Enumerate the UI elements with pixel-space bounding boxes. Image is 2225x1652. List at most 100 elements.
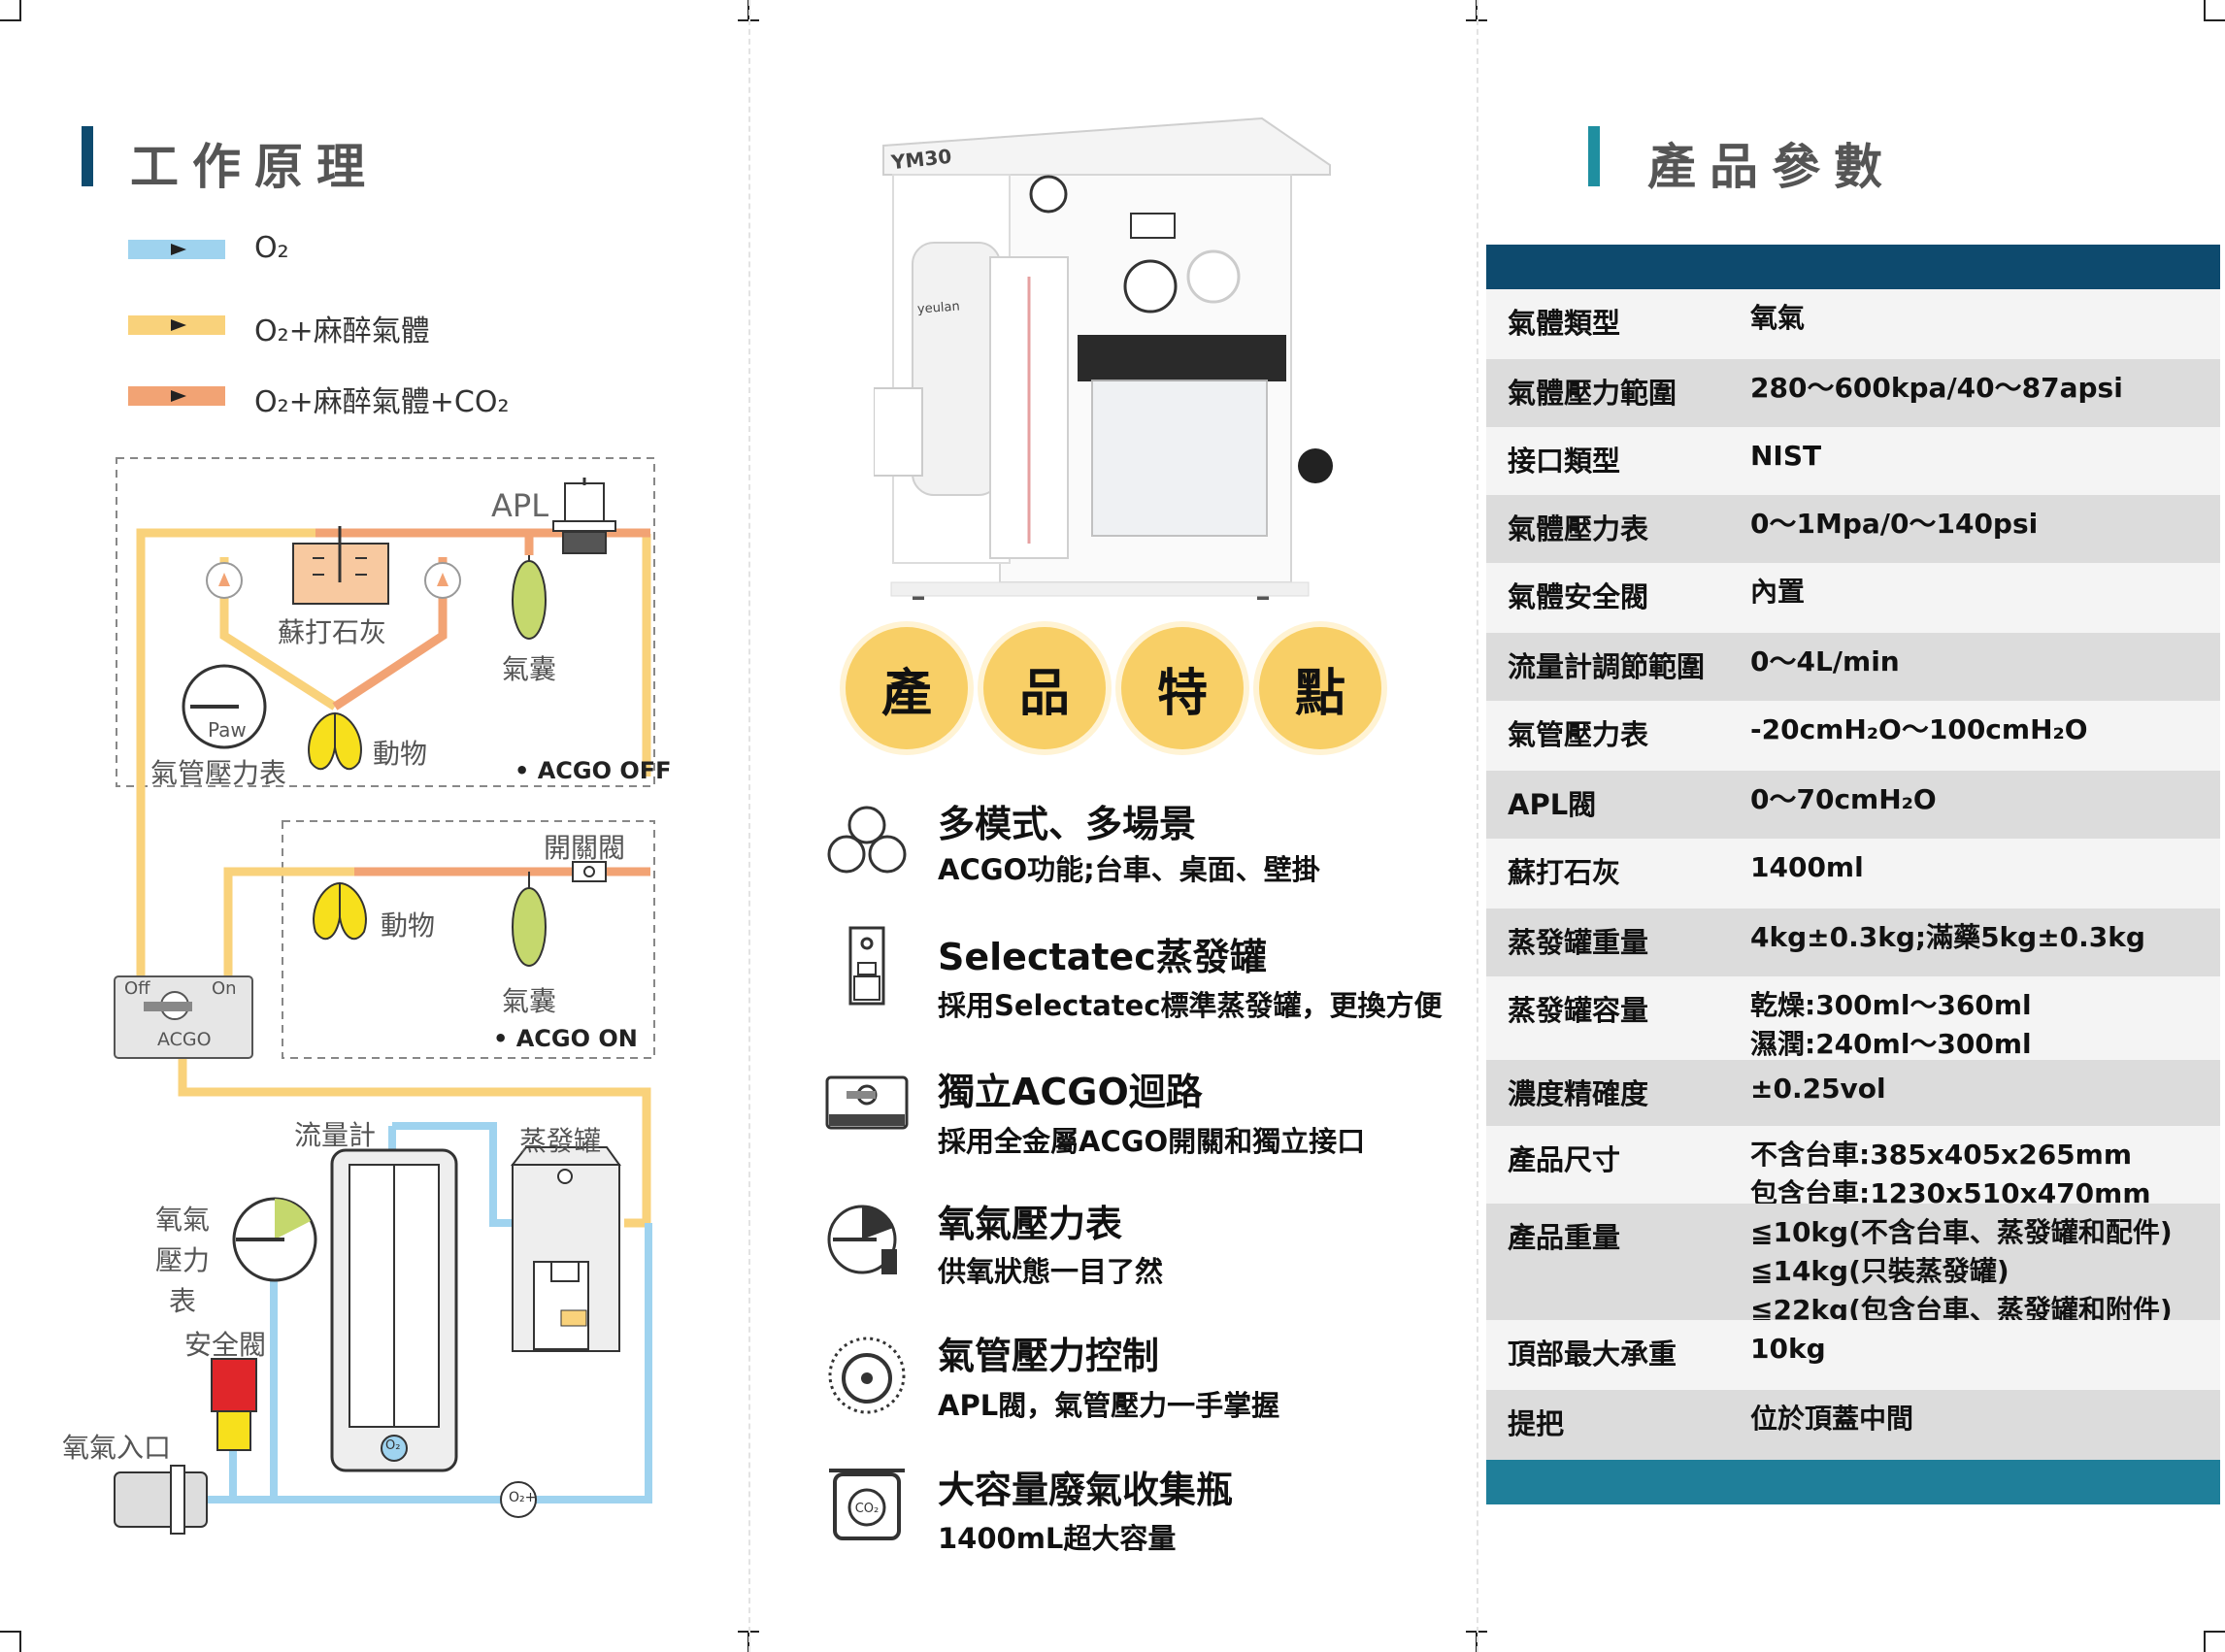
vaporizer-icon: [848, 926, 885, 1006]
oxygen-gauge-icon: [827, 1205, 897, 1274]
feature-desc: APL閥，氣管壓力一手掌握: [938, 1389, 1280, 1422]
breathing-bag-icon: [512, 872, 547, 967]
feature-badge: 品: [983, 627, 1106, 749]
spec-row: 流量計調節範圍 0～4L/min: [1486, 633, 2220, 701]
feature-title: 大容量廢氣收集瓶: [938, 1469, 1234, 1511]
spec-label: 蘇打石灰: [1508, 856, 1621, 889]
spec-value-line: 氧氣: [1750, 302, 1806, 334]
spec-value: -20cmH₂O～100cmH₂O: [1750, 710, 2088, 749]
legend-swatch-o2-anesthetic: [128, 315, 225, 335]
airway-gauge-label: 氣管壓力表: [150, 757, 287, 789]
acgo-off-box: [116, 457, 655, 787]
spec-row: 產品重量≦10kg(不含台車、蒸發罐和配件)≦14kg(只裝蒸發罐)≦22kg(…: [1486, 1204, 2220, 1326]
spec-value-line: 0～70cmH₂O: [1750, 783, 1937, 815]
co2-canister-icon: CO₂: [829, 1469, 905, 1540]
crop-mark: [2204, 19, 2225, 21]
fold-line: [1477, 0, 1478, 1652]
oxygen-pressure-gauge-icon: [232, 1197, 317, 1282]
airway-pressure-gauge-icon: [182, 664, 267, 749]
spec-label: 流量計調節範圍: [1508, 650, 1706, 683]
spec-value: 乾燥:300ml～360ml 濕潤:240ml～300ml: [1750, 986, 2032, 1064]
feature-title: 多模式、多場景: [938, 803, 1197, 845]
paw-label: Paw: [208, 718, 247, 742]
gas-flow-diagram: [114, 457, 655, 1535]
feature-desc: 採用Selectatec標準蒸發罐，更換方便: [938, 989, 1443, 1022]
spec-value: 4kg±0.3kg;滿藥5kg±0.3kg: [1750, 918, 2145, 957]
animal-lungs-icon: [308, 711, 362, 771]
feature-title: 氣管壓力控制: [938, 1335, 1160, 1377]
animal-lungs-icon: [313, 881, 367, 941]
acgo-off-label: • ACGO OFF: [515, 757, 672, 784]
spec-row: 濃度精確度±0.25vol: [1486, 1060, 2220, 1126]
legend-label-o2: O₂: [254, 231, 289, 265]
fold-line: [748, 0, 750, 1652]
oxygen-inlet-label: 氧氣入口: [62, 1432, 172, 1464]
heading-accent-bar: [82, 126, 93, 186]
switch-acgo-label: ACGO: [157, 1029, 212, 1050]
spec-value: NIST: [1750, 437, 1821, 476]
vaporizer-icon: [510, 1146, 621, 1352]
spec-table-header: [1486, 245, 2220, 289]
spec-label: 產品尺寸: [1508, 1143, 1621, 1176]
bag-top-label: 氣囊: [502, 653, 557, 685]
spec-label: 濃度精確度: [1508, 1077, 1649, 1110]
spec-value-line: 位於頂蓋中間: [1750, 1403, 1914, 1435]
working-principle-title: 工作原理: [130, 139, 379, 195]
crop-mark: [0, 19, 21, 21]
flowmeter-label: 流量計: [294, 1119, 377, 1151]
spec-value: 0～4L/min: [1750, 643, 1900, 681]
crop-mark: [19, 1631, 21, 1652]
spec-value-line: 10kg: [1750, 1333, 1826, 1365]
spec-value-line: 0～1Mpa/0～140psi: [1750, 508, 2039, 540]
spec-row: 氣體類型氧氣: [1486, 289, 2220, 359]
spec-value: 10kg: [1750, 1330, 1826, 1369]
product-specs-title: 產品參數: [1647, 139, 1896, 195]
apl-knob-icon: [828, 1337, 906, 1414]
breathing-bag-icon: [512, 555, 547, 640]
spec-value: 氧氣: [1750, 299, 1805, 338]
spec-label: 氣體壓力表: [1508, 512, 1649, 545]
spec-label: 提把: [1508, 1407, 1565, 1440]
switch-valve-icon: [572, 861, 607, 882]
anesthesia-machine-illustration: [874, 116, 1333, 600]
spec-value: 280～600kpa/40～87apsi: [1750, 369, 2123, 408]
switch-on-label: On: [212, 978, 237, 999]
spec-value-line: 4kg±0.3kg;滿藥5kg±0.3kg: [1750, 921, 2145, 953]
spec-label: 蒸發罐容量: [1508, 994, 1649, 1027]
spec-label: 氣體壓力範圍: [1508, 377, 1677, 410]
o2-flush-symbol: O₂+: [509, 1490, 537, 1505]
crop-mark: [2204, 0, 2206, 21]
flowmeter-o2-symbol: O₂: [385, 1438, 401, 1453]
feature-title: Selectatec蒸發罐: [938, 936, 1267, 978]
spec-row: 提把 位於頂蓋中間: [1486, 1390, 2220, 1460]
acgo-on-box: [282, 820, 655, 1059]
svg-text:CO₂: CO₂: [855, 1502, 880, 1516]
animal-top-label: 動物: [373, 738, 428, 770]
multi-mode-icon: [827, 806, 907, 874]
feature-title: 氧氣壓力表: [938, 1203, 1123, 1245]
spec-row: 氣體壓力範圍 280～600kpa/40～87apsi: [1486, 359, 2220, 427]
acgo-switch-icon: [825, 1075, 909, 1130]
spec-value-line: -20cmH₂O～100cmH₂O: [1750, 713, 2088, 745]
animal-mid-label: 動物: [381, 909, 436, 942]
safety-valve-label: 安全閥: [184, 1329, 267, 1361]
feature-badge: 特: [1121, 627, 1244, 749]
spec-value-line: 內置: [1750, 576, 1806, 608]
spec-value: 位於頂蓋中間: [1750, 1400, 1913, 1438]
spec-value-line: 不含台車:385x405x265mm: [1750, 1139, 2133, 1171]
legend-swatch-o2-anesthetic-co2: [128, 386, 225, 406]
spec-value-line: 乾燥:300ml～360ml: [1750, 989, 2032, 1021]
spec-value: 1400ml: [1750, 848, 1864, 887]
soda-lime-label: 蘇打石灰: [278, 616, 387, 648]
spec-value-line: 0～4L/min: [1750, 645, 1900, 677]
legend-label-o2-anesthetic-co2: O₂+麻醉氣體+CO₂: [254, 385, 510, 419]
spec-row: 氣管壓力表 -20cmH₂O～100cmH₂O: [1486, 701, 2220, 771]
crop-mark: [0, 1631, 21, 1633]
spec-value-line: 濕潤:240ml～300ml: [1750, 1028, 2032, 1060]
spec-value-line: 1400ml: [1750, 851, 1864, 883]
spec-label: 產品重量: [1508, 1221, 1621, 1254]
spec-value: 0～70cmH₂O: [1750, 780, 1937, 819]
spec-label: 氣管壓力表: [1508, 718, 1649, 751]
